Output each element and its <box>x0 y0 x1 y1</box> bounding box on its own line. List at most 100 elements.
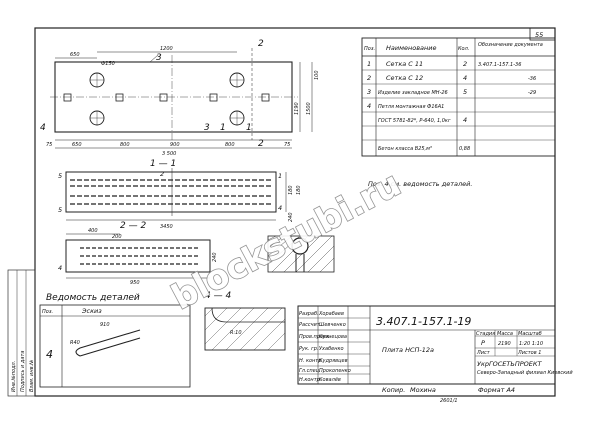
plan-view <box>50 48 313 149</box>
spec-r5-name: ГОСТ 5781-82*, Р-640, 1,0кг <box>378 118 451 124</box>
spec-r3-doc: -29 <box>528 90 536 96</box>
org-sub: Северо-Западный филиал Киевский <box>477 370 573 376</box>
page-number-box <box>529 27 556 41</box>
scale-head: Масштаб <box>518 331 542 337</box>
plan-dim-100: 100 <box>314 70 320 80</box>
spec-r4-qty: 4 <box>463 116 467 124</box>
role-3: Пров.проек. <box>299 334 331 340</box>
role-3-name: Кузнецова <box>319 334 347 340</box>
spec-r2-name: Сетка С 12 <box>386 74 423 82</box>
spec-r2-pos: 2 <box>367 74 371 82</box>
plan-dim-1200: 1200 <box>160 46 173 52</box>
role-1-name: Хорабаев <box>318 311 344 317</box>
sheet-label: Лист <box>476 350 491 356</box>
side-stamp-inv: Инв.№подл. <box>11 361 17 392</box>
plan-dim-1190: 1190 <box>294 102 300 115</box>
s22-dim-400: 400 <box>88 228 98 234</box>
spec-r1-pos: 1 <box>367 60 371 68</box>
details-col-pos: Поз. <box>42 309 53 315</box>
plan-hole-label: Ф150 <box>101 61 115 67</box>
details-col-sketch: Эскиз <box>81 307 102 315</box>
role-5-name: Кудрявцев <box>319 358 348 364</box>
details-table <box>39 304 191 388</box>
doc-code: 2601/1 <box>440 398 458 404</box>
s11-callout-4: 4 <box>278 204 282 212</box>
plan-callout-3-top: 3 <box>156 53 162 63</box>
plan-dim-b2: 800 <box>120 142 130 148</box>
plan-dim-b4: 800 <box>225 142 235 148</box>
stage-head: Стадия <box>476 331 495 337</box>
spec-note: Поз. 4 см. ведомость деталей. <box>368 180 472 188</box>
spec-r3-pos: 3 <box>367 88 371 96</box>
spec-r4-name: Петля монтажная Ф16А1 <box>378 104 444 110</box>
copied-label: Копир. <box>382 386 405 394</box>
plan-dim-b3: 900 <box>170 142 180 148</box>
copied-by: Мохина <box>410 386 436 394</box>
section-4-4-radius: R:10 <box>230 330 242 336</box>
role-4: Рук. гр. <box>299 346 319 352</box>
s22-callout-4: 4 <box>58 264 62 272</box>
side-stamp <box>7 269 36 397</box>
section-1-1 <box>65 168 287 221</box>
details-row-pos: 4 <box>46 348 53 361</box>
sheet-frame <box>34 27 556 397</box>
spec-head-qty: Кол. <box>458 46 469 52</box>
mass-value: 2190 <box>498 341 511 347</box>
plan-dim-b0: 75 <box>46 142 52 148</box>
spec-r1-name: Сетка С 11 <box>386 60 423 68</box>
s22-dim-240: 240 <box>212 252 218 262</box>
s11-dim-180b: 180 <box>296 185 302 195</box>
spec-r3-name: Изделие закладное МН-26 <box>378 90 448 96</box>
plan-total-length: 3 500 <box>162 151 176 157</box>
role-6-name: Прокопенко <box>319 368 351 374</box>
role-5: Н. контр. <box>299 358 323 364</box>
plan-callout-2-bottom: 2 <box>258 139 264 149</box>
role-4-name: Ухабенко <box>319 346 344 352</box>
org-name: УкрГОСЕТЬПРОЕКТ <box>477 360 542 368</box>
spec-r2-doc: -36 <box>528 76 536 82</box>
role-7: Н.контр. <box>299 377 321 383</box>
s22-dim-200: 200 <box>112 234 122 240</box>
mass-head: Масса <box>497 331 513 337</box>
scale-value: 1:20 1:10 <box>519 341 543 347</box>
spec-table <box>361 37 556 157</box>
role-1: Разраб. <box>299 311 319 317</box>
side-stamp-sign: Подпись и дата <box>20 351 26 392</box>
sheets-label: Листов 1 <box>517 350 541 356</box>
s11-dim-3450: 3450 <box>160 224 173 230</box>
plan-dim-b1: 650 <box>72 142 82 148</box>
section-4-4 <box>204 307 286 351</box>
spec-head-name: Наименование <box>386 44 437 52</box>
spec-r3-qty: 5 <box>463 88 467 96</box>
s11-callout-1: 1 <box>278 172 282 180</box>
page-number: 55 <box>535 31 543 39</box>
role-6: Гл.спец. <box>299 368 321 374</box>
plan-callout-2-top: 2 <box>258 39 264 49</box>
plan-dim-b5: 75 <box>284 142 290 148</box>
s11-dim-180a: 180 <box>288 185 294 195</box>
title-designation: 3.407.1-157.1-19 <box>376 315 471 328</box>
spec-r1-qty: 2 <box>463 60 467 68</box>
s22-dim-950: 950 <box>130 280 140 286</box>
section-2-2-title: 2 — 2 <box>120 221 146 231</box>
spec-r6-name: Бетон класса В25,м³ <box>378 146 432 152</box>
role-7-name: Ковалёв <box>319 377 341 383</box>
role-2-name: Шевченко <box>319 322 346 328</box>
section-4-4-title: 4 — 4 <box>205 291 231 301</box>
stage-value: Р <box>481 339 485 347</box>
side-stamp-replace: Взам. инв.№ <box>29 360 35 392</box>
plan-callout-1-b: 1 <box>246 123 252 133</box>
role-2: Рассчит. <box>299 322 321 328</box>
plan-callout-4: 4 <box>40 123 46 133</box>
section-1-1-title: 1 — 1 <box>150 159 176 169</box>
s11-callout-2: 2 <box>160 170 164 178</box>
spec-r4-pos: 4 <box>367 102 371 110</box>
s11-callout-5b: 5 <box>58 206 62 214</box>
spec-r1-doc: 3.407.1-157.1-36 <box>478 62 521 68</box>
details-title: Ведомость деталей <box>46 293 140 303</box>
plan-callout-1-a: 1 <box>220 123 226 133</box>
watermark: blockstubi.ru <box>165 164 407 318</box>
format-label: Формат А4 <box>478 386 515 394</box>
plan-dim-650: 650 <box>70 52 80 58</box>
